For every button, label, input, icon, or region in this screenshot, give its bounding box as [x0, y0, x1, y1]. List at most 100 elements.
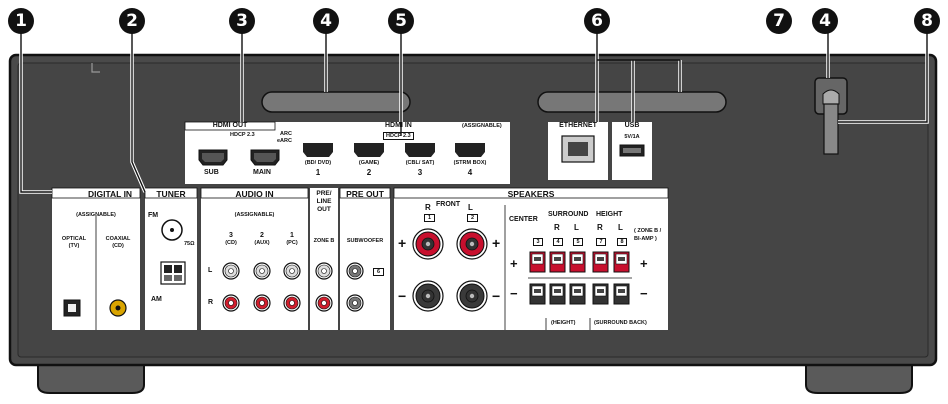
pre-line-out-title-1: PRE/	[316, 190, 332, 197]
hdmi-in-hdcp: HDCP 2.3	[383, 132, 414, 140]
hdmi-in-port-2-name: (GAME)	[358, 160, 380, 166]
hdmi-in-ports	[303, 143, 485, 157]
center-label: CENTER	[509, 216, 538, 223]
hdmi-in-port-1-num: 1	[315, 168, 321, 177]
tuner-panel	[145, 188, 197, 330]
front-r-label: R	[425, 203, 431, 212]
audio-in-assignable: (ASSIGNABLE)	[234, 212, 275, 218]
surround-label: SURROUND	[548, 211, 589, 218]
hdmi-out-main-label: MAIN	[253, 169, 271, 176]
hdmi-in-port-1-name: (BD/ DVD)	[304, 160, 332, 166]
coaxial-label: COAXIAL	[105, 236, 131, 242]
subwoofer-label: SUBWOOFER	[346, 238, 384, 244]
zone-b-label: ZONE B	[313, 238, 335, 244]
left-foot	[37, 361, 145, 394]
hdmi-out-hdcp: HDCP 2.3	[230, 132, 255, 138]
leader-line-8	[838, 21, 928, 123]
hdmi-in-port-3-num: 3	[417, 168, 423, 177]
front-label: FRONT	[436, 201, 461, 208]
front-l-num: 2	[467, 214, 478, 222]
height-label: HEIGHT	[596, 211, 623, 218]
surround-l-num: 5	[573, 238, 583, 246]
callout-4-b: 4	[812, 8, 838, 34]
foot-surround-back-label: (SURROUND BACK)	[594, 320, 647, 326]
leader-line-2	[131, 21, 146, 193]
tuner-title: TUNER	[156, 189, 186, 199]
callout-8: 8	[914, 8, 940, 34]
hdmi-in-title: HDMI IN	[385, 122, 412, 129]
hdmi-in-port-4-name: (STRM BOX)	[453, 160, 487, 166]
audio-in-col-1-num: 1	[290, 232, 294, 239]
hdmi-in-port-2-num: 2	[366, 168, 372, 177]
audio-in-col-2-name: (AUX)	[254, 240, 270, 246]
front-r-num: 1	[424, 214, 435, 222]
surround-r-label: R	[554, 223, 560, 232]
hdmi-out-ports	[198, 149, 280, 166]
optical-sub-label: (TV)	[68, 243, 80, 249]
callout-3: 3	[229, 8, 255, 34]
height-r-label: R	[597, 223, 603, 232]
optical-label: OPTICAL	[61, 236, 87, 242]
pre-line-out-title-2: LINE	[316, 198, 332, 205]
right-minus-right: −	[640, 286, 648, 301]
callout-leader-lines	[19, 21, 929, 194]
right-minus-left: −	[510, 286, 518, 301]
callout-1: 1	[8, 8, 34, 34]
speaker-terminals	[412, 228, 632, 330]
power-plug	[822, 89, 840, 105]
center-num: 3	[533, 238, 543, 246]
pre-out-title: PRE OUT	[346, 189, 384, 199]
callout-7: 7	[766, 8, 792, 34]
usb-rating: 5V/1A	[624, 134, 640, 140]
hdmi-out-sub-label: SUB	[204, 169, 219, 176]
hdmi-in-port-4-num: 4	[467, 168, 473, 177]
hdmi-in-port-3-name: (CBL/ SAT)	[405, 160, 435, 166]
pre-out-panel	[340, 188, 390, 330]
zone-b-bi-amp-1: ( ZONE B /	[634, 228, 662, 234]
ethernet-title: ETHERNET	[559, 122, 597, 129]
front-minus-right: −	[492, 288, 501, 304]
audio-in-col-1-name: (PC)	[286, 240, 298, 246]
digital-in-assignable: (ASSIGNABLE)	[76, 212, 116, 218]
audio-in-col-3-num: 3	[229, 232, 233, 239]
audio-in-r-label: R	[208, 299, 214, 306]
power-cord	[823, 103, 839, 155]
front-l-label: L	[468, 203, 473, 212]
height-r-num: 7	[596, 238, 606, 246]
coaxial-sub-label: (CD)	[112, 243, 124, 249]
surround-l-label: L	[574, 223, 579, 232]
rca-jacks	[222, 262, 364, 312]
speakers-title: SPEAKERS	[507, 189, 555, 199]
right-foot	[805, 361, 913, 394]
height-l-label: L	[618, 223, 623, 232]
wireless-antenna-left	[261, 91, 411, 113]
audio-in-col-3-name: (CD)	[225, 240, 237, 246]
chassis-notch	[91, 63, 100, 73]
fm-label: FM	[148, 212, 159, 219]
height-l-num: 8	[617, 238, 627, 246]
front-plus-left: +	[398, 235, 407, 251]
leader-line-1	[20, 21, 52, 193]
hdmi-in-assignable: (ASSIGNABLE)	[462, 123, 502, 129]
hdmi-out-arc: ARC	[280, 131, 292, 137]
zone-b-bi-amp-2: BI-AMP )	[634, 236, 657, 242]
right-plus-left: +	[510, 256, 518, 271]
audio-in-title: AUDIO IN	[235, 189, 274, 199]
callout-2: 2	[119, 8, 145, 34]
digital-in-title: DIGITAL IN	[88, 189, 133, 199]
am-label: AM	[151, 296, 162, 303]
right-plus-right: +	[640, 256, 648, 271]
hdmi-out-earc: eARC	[277, 138, 292, 144]
audio-in-l-label: L	[208, 267, 213, 274]
surround-r-num: 4	[553, 238, 563, 246]
hdmi-out-title: HDMI OUT	[212, 122, 248, 129]
subwoofer-badge: 6	[373, 268, 384, 276]
audio-in-col-2-num: 2	[260, 232, 264, 239]
fm-impedance: 75Ω	[184, 241, 195, 247]
front-plus-right: +	[492, 235, 501, 251]
foot-height-label: (HEIGHT)	[551, 320, 576, 326]
front-minus-left: −	[398, 288, 407, 304]
callout-4: 4	[313, 8, 339, 34]
